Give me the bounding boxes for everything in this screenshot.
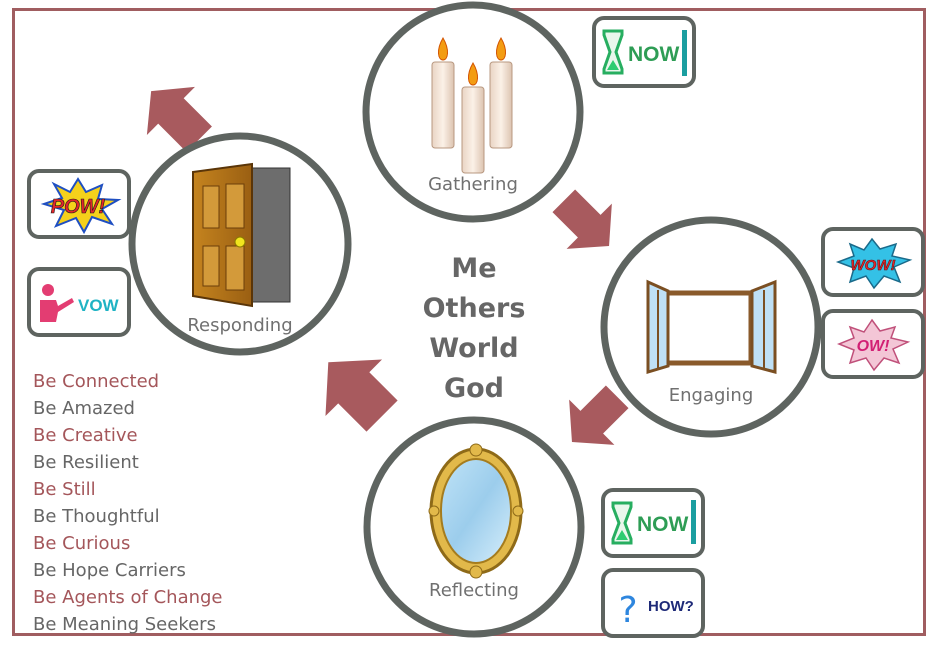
mirror-icon — [428, 443, 524, 579]
ow-burst-icon — [836, 318, 911, 372]
wow-burst-icon — [835, 237, 913, 290]
list-item: Be Thoughtful — [33, 506, 160, 527]
center-word-world: World — [429, 333, 518, 364]
stage-label-responding: Responding — [187, 315, 292, 336]
stage-label-reflecting: Reflecting — [429, 580, 519, 601]
stage-engaging: Engaging — [600, 216, 822, 438]
badge-how-text: HOW? — [648, 598, 694, 615]
list-item: Be Hope Carriers — [33, 560, 186, 581]
list-item: Be Creative — [33, 425, 138, 446]
badge-pow-text: POW! — [51, 196, 106, 218]
arrow-right-upper — [552, 189, 612, 249]
badge-wow: WOW! — [821, 227, 925, 297]
open-window-icon — [646, 279, 777, 375]
arrow-top-left — [146, 86, 212, 152]
badge-vow-text: VOW — [78, 296, 120, 315]
question-mark-icon: ? — [618, 590, 637, 631]
center-word-others: Others — [423, 293, 526, 324]
candles-icon — [431, 37, 513, 174]
badge-ow: OW! — [821, 309, 925, 379]
list-item: Be Still — [33, 479, 96, 500]
badge-ow-text: OW! — [857, 338, 891, 355]
badge-now-bottom-text: NOW — [637, 513, 689, 536]
badge-now-top: NOW — [592, 16, 696, 88]
badge-how: ? HOW? — [601, 568, 705, 638]
arrow-left-middle — [325, 359, 398, 432]
stage-label-engaging: Engaging — [669, 385, 754, 406]
hourglass-icon — [611, 501, 633, 545]
be-list: Be Connected Be Amazed Be Creative Be Re… — [33, 368, 223, 638]
list-item: Be Curious — [33, 533, 131, 554]
door-icon — [192, 162, 291, 308]
hourglass-icon — [602, 29, 624, 75]
list-item: Be Connected — [33, 371, 160, 392]
badge-wow-text: WOW! — [851, 257, 896, 274]
stage-label-gathering: Gathering — [428, 174, 518, 195]
list-item: Be Amazed — [33, 398, 135, 419]
badge-now-bottom: NOW — [601, 488, 705, 558]
list-item: Be Agents of Change — [33, 587, 223, 608]
pow-burst-icon — [40, 177, 122, 235]
center-words: Me Others World God — [423, 253, 526, 404]
center-word-me: Me — [451, 253, 496, 284]
center-word-god: God — [444, 373, 504, 404]
arrow-right-lower — [569, 385, 629, 445]
badge-pow: POW! — [27, 169, 131, 239]
stage-responding: Responding — [128, 132, 352, 356]
stage-gathering: Gathering — [362, 1, 584, 223]
badge-vow: VOW — [27, 267, 131, 337]
stage-reflecting: Reflecting — [363, 416, 585, 638]
badge-now-top-text: NOW — [628, 43, 680, 66]
list-item: Be Meaning Seekers — [33, 614, 216, 635]
list-item: Be Resilient — [33, 452, 139, 473]
person-pointing-icon — [40, 284, 74, 322]
